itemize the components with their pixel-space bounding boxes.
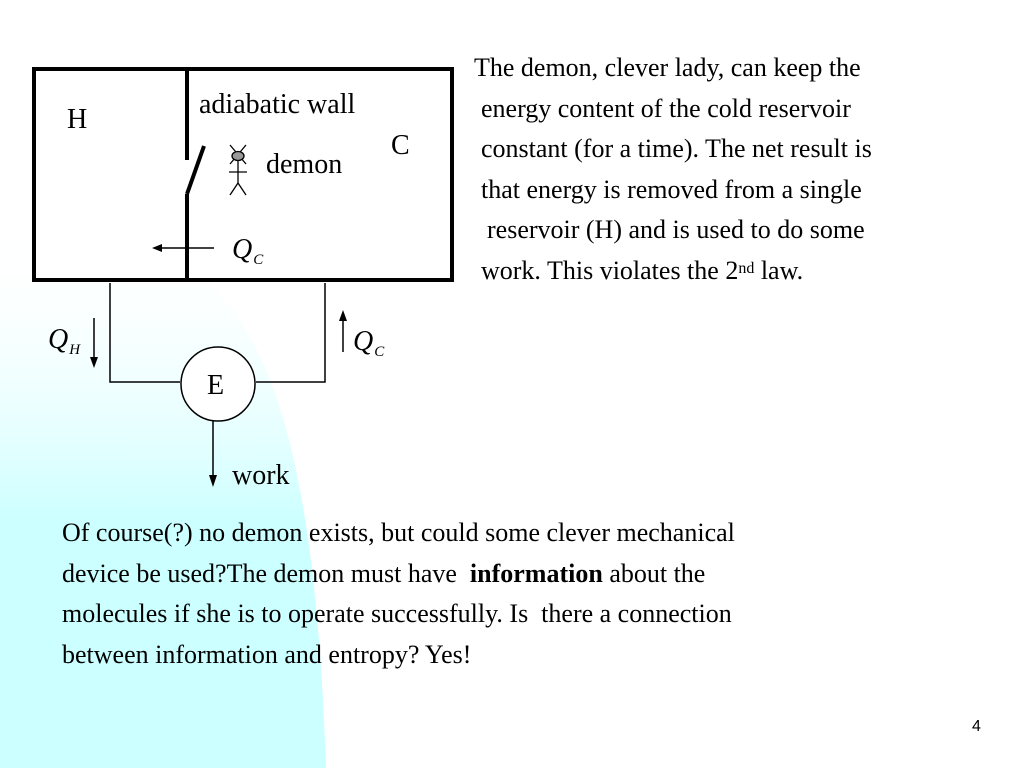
bottom-line2-suffix: about the	[602, 558, 706, 588]
bottom-paragraph-line: Of course(?) no demon exists, but could …	[62, 518, 735, 547]
qh-arrow	[90, 318, 98, 368]
right-paragraph-line-last: work. This violates the 2nd law.	[474, 251, 872, 292]
superscript-nd: nd	[738, 259, 755, 277]
bottom-paragraph-line: between information and entropy? Yes!	[62, 639, 472, 669]
qc-inside-label: QC	[232, 234, 263, 268]
bottom-paragraph-line-info: device be used?The demon must have infor…	[62, 554, 735, 595]
work-label: work	[232, 460, 290, 491]
qc-inside-symbol: Q	[232, 234, 253, 265]
engine-label: E	[207, 370, 225, 401]
right-paragraph-line: energy content of the cold reservoir	[481, 93, 851, 123]
right-paragraph-line: reservoir (H) and is used to do some	[487, 215, 865, 244]
bottom-paragraph-line: molecules if she is to operate successfu…	[62, 599, 732, 628]
right-paragraph-line: constant (for a time). The net result is	[481, 134, 872, 163]
qc-outside-symbol: Q	[353, 326, 374, 357]
qc-outside-subscript: C	[374, 344, 385, 360]
qh-symbol: Q	[48, 324, 69, 355]
qh-subscript: H	[69, 342, 81, 358]
hot-reservoir-label: H	[67, 104, 88, 135]
qc-outside-arrow	[339, 310, 347, 352]
right-paragraph: The demon, clever lady, can keep the ene…	[474, 48, 872, 291]
right-line6-prefix: work. This violates the 2	[481, 255, 739, 285]
reservoir-box	[32, 67, 454, 282]
cold-reservoir-label: C	[391, 130, 410, 161]
qc-inside-subscript: C	[253, 252, 264, 268]
qc-inside-arrow	[152, 244, 214, 252]
engine-connection-lines	[109, 283, 326, 383]
bottom-paragraph: Of course(?) no demon exists, but could …	[62, 513, 735, 675]
work-arrow	[209, 421, 217, 487]
right-line6-suffix: law.	[754, 255, 804, 285]
trapdoor	[185, 145, 206, 195]
qh-label: QH	[48, 324, 80, 358]
adiabatic-wall-label: adiabatic wall	[199, 89, 356, 120]
demon-label: demon	[266, 149, 343, 180]
engine-circle	[180, 346, 256, 422]
demon-figure-icon	[229, 144, 247, 196]
right-paragraph-line: The demon, clever lady, can keep the	[474, 53, 861, 82]
bottom-line2-prefix: device be used?The demon must have	[62, 558, 470, 588]
page-number: 4	[972, 718, 981, 735]
information-emphasis: information	[469, 558, 603, 588]
background-cyan-wedge	[0, 221, 326, 768]
qc-outside-label: QC	[353, 326, 384, 360]
right-paragraph-line: that energy is removed from a single	[481, 174, 862, 204]
